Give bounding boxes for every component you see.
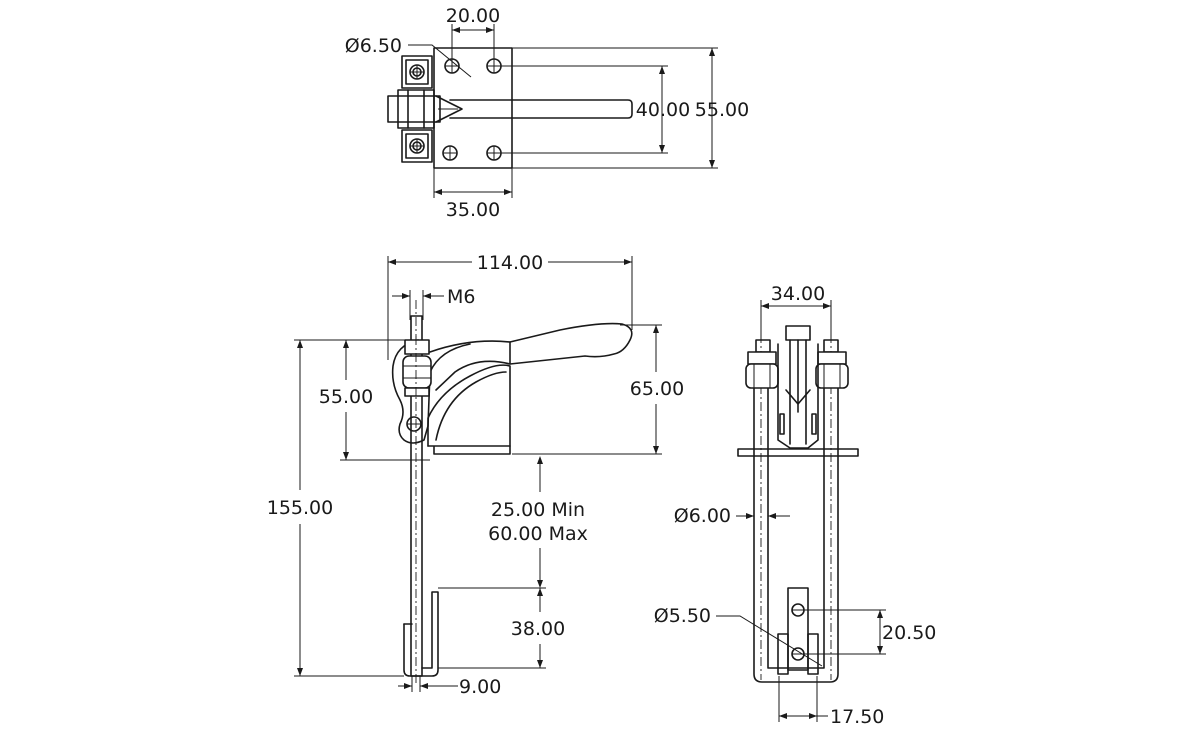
dim-top-hole-spacing: 20.00 xyxy=(446,5,500,27)
side-hook xyxy=(403,591,439,677)
dim-height-65: 65.00 xyxy=(630,378,684,400)
dim-thread-size: M6 xyxy=(447,286,475,308)
dim-bolt-spacing: 34.00 xyxy=(771,283,825,305)
top-wedge xyxy=(435,95,463,123)
front-hook-bar xyxy=(787,587,809,671)
dim-range-max: 60.00 Max xyxy=(488,523,588,545)
dim-top-hole-diameter: Ø6.50 xyxy=(345,35,402,57)
top-nut-lower xyxy=(401,129,433,163)
front-right-nut-top xyxy=(817,351,847,365)
side-base-foot xyxy=(427,445,511,455)
front-ubolt-inner xyxy=(767,383,825,669)
front-left-stud xyxy=(755,339,771,353)
front-base-plate xyxy=(737,448,859,457)
front-left-nut xyxy=(745,363,779,389)
front-hook-left-plate xyxy=(777,633,789,675)
side-view xyxy=(294,256,662,692)
dim-top-base-width: 35.00 xyxy=(446,199,500,221)
front-view xyxy=(716,300,886,722)
top-nut-upper-inner xyxy=(405,59,429,85)
dim-range-min: 25.00 Min xyxy=(491,499,585,521)
side-body-inner xyxy=(435,371,507,441)
side-nut-mid xyxy=(402,355,432,389)
dim-overall-height: 155.00 xyxy=(267,497,333,519)
dim-bottom-width: 17.50 xyxy=(830,706,884,728)
top-view xyxy=(387,24,718,198)
dim-rod-diameter: Ø6.00 xyxy=(674,505,731,527)
dim-height-55: 55.00 xyxy=(319,386,373,408)
front-ubolt-outer xyxy=(753,383,839,683)
top-nut-lower-inner xyxy=(405,133,429,159)
front-handle-body xyxy=(777,343,819,449)
side-body xyxy=(427,364,511,447)
top-clevis xyxy=(397,89,435,129)
dim-top-inner-height: 40.00 xyxy=(636,99,690,121)
dim-hook-width: 9.00 xyxy=(459,676,501,698)
top-nut-upper xyxy=(401,55,433,89)
front-right-nut xyxy=(815,363,849,389)
dim-pin-hole-diameter: Ø5.50 xyxy=(654,605,711,627)
side-handle xyxy=(429,322,633,391)
side-nut-top xyxy=(404,339,430,355)
dim-hook-height: 38.00 xyxy=(511,618,565,640)
dim-top-outer-height: 55.00 xyxy=(695,99,749,121)
top-crossbar xyxy=(387,95,441,123)
dim-pin-spacing: 20.50 xyxy=(882,622,936,644)
dimension-labels: 20.00 Ø6.50 40.00 55.00 35.00 114.00 M6 … xyxy=(267,5,937,728)
front-handle-top xyxy=(785,325,811,341)
front-left-nut-top xyxy=(747,351,777,365)
dim-overall-length: 114.00 xyxy=(477,252,543,274)
top-handle-bar xyxy=(449,99,633,119)
